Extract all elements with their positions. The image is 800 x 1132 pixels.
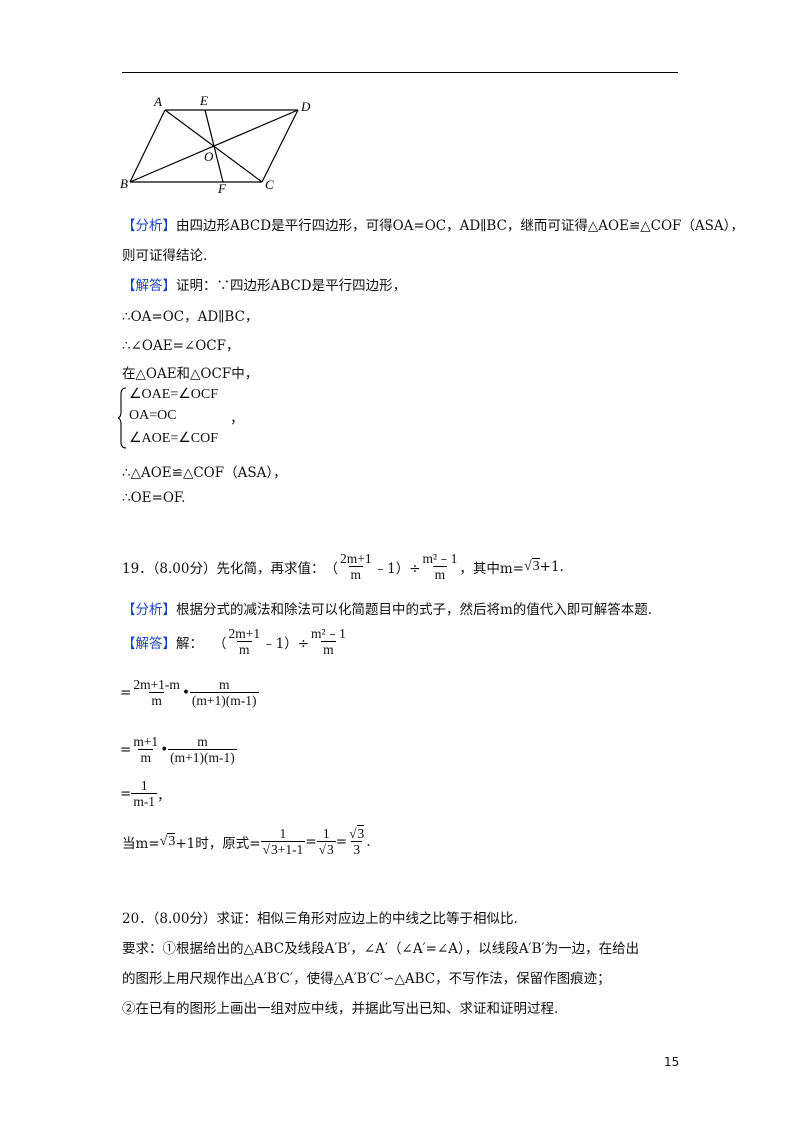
q18-answer-intro: 【解答】证明：∵四边形ABCD是平行四边形， — [122, 274, 406, 294]
q18-analysis-line2: 则可证得结论. — [122, 248, 208, 264]
equals: = — [305, 834, 317, 851]
q19-number: 19．（8.00分）先化简，再求值： — [122, 561, 325, 578]
fraction-line2-b: m (m+1)(m-1) — [168, 734, 237, 766]
sqrt-3: √3 — [159, 833, 176, 850]
plus-one: +1. — [539, 559, 564, 576]
when-mid: +1时，原式= — [175, 836, 261, 853]
q20-line1: 20．（8.00分）求证：相似三角形对应边上的中线之比等于相似比. — [122, 911, 518, 927]
segment-EF — [204, 109, 224, 183]
header-rule — [122, 72, 678, 73]
fraction-line1-a: 2m+1-m m — [133, 677, 180, 709]
analysis-tag: 【分析】 — [122, 602, 176, 618]
q18-step5: ∴OE=OF. — [122, 490, 186, 506]
label-B: B — [120, 176, 128, 191]
label-D: D — [300, 99, 311, 114]
q19-answer-line1: = 2m+1-m m • m (m+1)(m-1) — [120, 677, 259, 709]
system-line-3: ∠AOE=∠COF — [129, 431, 219, 446]
q19-answer-line2: = m+1 m • m (m+1)(m-1) — [120, 734, 237, 766]
brace-icon — [118, 387, 127, 449]
fraction-eval-3: √3 3 — [349, 825, 365, 858]
line3-tail: ， — [157, 788, 171, 805]
sqrt-3: √3 — [523, 558, 540, 575]
q18-step2: ∴∠OAE=∠OCF， — [122, 338, 240, 354]
analysis-text: 由四边形ABCD是平行四边形，可得OA=OC，AD∥BC，继而可证得△AOE≌△… — [176, 218, 744, 234]
page-number: 15 — [664, 1055, 680, 1069]
q18-step1: ∴OA=OC，AD∥BC， — [122, 309, 259, 325]
q19-evaluation: 当m= √3 +1时，原式= 1 √3+1-1 = 1 √3 = √3 3 . — [122, 825, 371, 858]
multiply-dot: • — [181, 685, 190, 702]
analysis-tag: 【分析】 — [122, 218, 176, 234]
paren-open: （ — [213, 636, 227, 653]
fraction-line1-b: m (m+1)(m-1) — [189, 677, 259, 709]
q20-line2: 要求：①根据给出的△ABC及线段A′B′，∠A′（∠A′=∠A），以线段A′B′… — [122, 941, 640, 957]
label-O: O — [204, 149, 214, 164]
equals: = — [120, 742, 132, 759]
system-tail: ， — [230, 412, 244, 427]
equals: = — [335, 834, 348, 851]
system-line-1: ∠OAE=∠OCF — [129, 387, 219, 402]
q20-line4: ②在已有的图形上画出一组对应中线，并据此写出已知、求证和证明过程. — [122, 1001, 559, 1017]
where-clause: ，其中m= — [459, 561, 524, 578]
q19-analysis: 【分析】根据分式的减法和除法可以化简题目中的式子，然后将m的值代入即可解答本题. — [122, 598, 652, 618]
multiply-dot: • — [160, 742, 169, 759]
q18-analysis-line1: 【分析】由四边形ABCD是平行四边形，可得OA=OC，AD∥BC，继而可证得△A… — [122, 214, 744, 234]
paren-open: （ — [324, 561, 339, 578]
fraction-2m-plus-1-over-m: 2m+1 m — [340, 551, 372, 583]
fraction-eval-1: 1 √3+1-1 — [260, 826, 306, 858]
fraction-eval-2: 1 √3 — [316, 826, 336, 858]
edge-DC — [261, 109, 299, 183]
label-F: F — [217, 181, 227, 196]
q19-answer-line3: = 1 m-1 ， — [120, 778, 171, 810]
answer-text: 证明：∵四边形ABCD是平行四边形， — [176, 278, 407, 294]
q20-line3: 的图形上用尺规作出△A′B′C′，使得△A′B′C′∽△ABC，不写作法，保留作… — [122, 971, 611, 987]
fraction-m-squared-minus-1-over-m: m²﹣1 m — [311, 626, 346, 658]
minus-one-divide: ﹣1）÷ — [373, 561, 421, 578]
fraction-1-over-m-minus-1: 1 m-1 — [131, 778, 158, 810]
fraction-2m-plus-1-over-m: 2m+1 m — [228, 626, 261, 658]
q19-answer-line0: 【解答】 解： （ 2m+1 m ﹣1）÷ m²﹣1 m — [122, 626, 348, 658]
label-E: E — [199, 93, 208, 108]
label-C: C — [265, 177, 274, 192]
q18-step3: 在△OAE和△OCF中， — [122, 366, 259, 382]
analysis-text: 根据分式的减法和除法可以化简题目中的式子，然后将m的值代入即可解答本题. — [176, 602, 653, 618]
fraction-m-squared-minus-1-over-m: m²﹣1 m — [422, 551, 458, 583]
end-period: . — [366, 834, 371, 851]
label-A: A — [153, 94, 162, 109]
q18-step4: ∴△AOE≌△COF（ASA）， — [122, 465, 287, 481]
equals: = — [120, 786, 132, 803]
answer-tag: 【解答】 — [122, 278, 176, 294]
edge-BA — [129, 109, 166, 183]
answer-prefix: 解： — [176, 636, 203, 653]
parallelogram-figure: A E D O B F C — [120, 93, 311, 196]
system-line-2: OA=OC — [129, 408, 177, 423]
answer-tag: 【解答】 — [122, 636, 176, 653]
when-prefix: 当m= — [122, 836, 160, 853]
equals: = — [120, 685, 132, 702]
minus-one-divide: ﹣1）÷ — [262, 636, 310, 653]
q19-question: 19．（8.00分）先化简，再求值： （ 2m+1 m ﹣1）÷ m²﹣1 m … — [122, 551, 564, 583]
fraction-line2-a: m+1 m — [133, 734, 159, 766]
